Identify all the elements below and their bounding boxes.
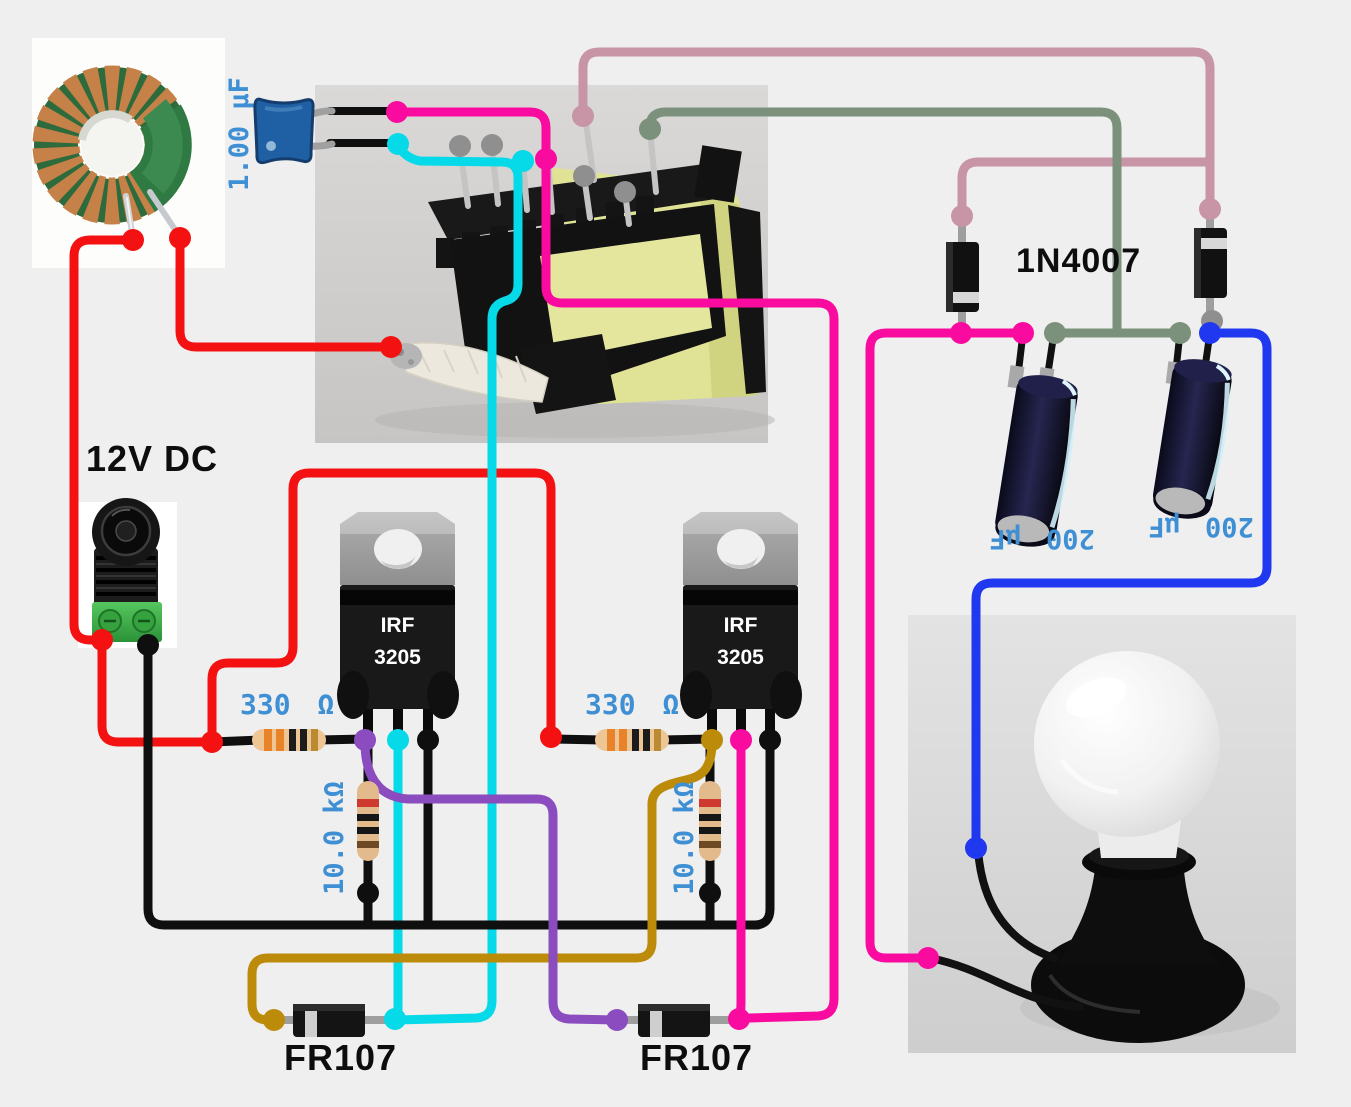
supply-label: 12V DC bbox=[86, 438, 219, 479]
wire-gold-cross-gate bbox=[247, 737, 717, 1025]
gate-resistor-left bbox=[252, 729, 326, 751]
primary-capacitor bbox=[253, 97, 336, 165]
rectifier-diode-right bbox=[1194, 228, 1227, 298]
mosfet-left-label-line2: 3205 bbox=[374, 646, 421, 669]
mosfet-right bbox=[680, 512, 802, 742]
filter-capacitor-left-label: 200 µF bbox=[989, 523, 1095, 554]
lamp-photo bbox=[908, 615, 1296, 1053]
lamp-wire-right bbox=[974, 846, 1058, 962]
junction-dots bbox=[91, 101, 1223, 1031]
pulldown-resistor-right bbox=[699, 781, 721, 861]
mosfet-right-label-line2: 3205 bbox=[717, 646, 764, 669]
wire-blue-output bbox=[971, 328, 1272, 853]
gate-resistor-right bbox=[595, 729, 669, 751]
wire-magenta-primary bbox=[392, 107, 839, 1023]
pulldown-resistor-right-label: 10.0 kΩ bbox=[669, 781, 700, 895]
fast-diode-left bbox=[293, 1004, 365, 1037]
dc-jack-photo bbox=[78, 498, 177, 648]
rectifier-label: 1N4007 bbox=[1016, 242, 1142, 280]
wire-purple-cross-gate bbox=[360, 737, 622, 1025]
wire-red-supply bbox=[69, 233, 556, 747]
fast-diode-left-label: FR107 bbox=[284, 1037, 398, 1078]
mosfet-left-label-line1: IRF bbox=[380, 614, 415, 637]
toroid-inductor-photo bbox=[32, 38, 225, 268]
fast-diode-right-label: FR107 bbox=[640, 1037, 754, 1078]
pulldown-resistor-left bbox=[357, 781, 379, 861]
gate-resistor-right-label: 330 Ω bbox=[585, 688, 680, 721]
lamp-wire-left bbox=[926, 954, 1084, 1011]
mosfet-right-label-line1: IRF bbox=[723, 614, 758, 637]
filter-capacitor-right bbox=[1152, 359, 1232, 519]
fast-diode-right bbox=[638, 1004, 710, 1037]
mosfet-left bbox=[337, 512, 459, 742]
pulldown-resistor-left-label: 10.0 kΩ bbox=[319, 781, 350, 895]
primary-capacitor-label: 1.00 µF bbox=[224, 77, 255, 191]
filter-capacitor-right-label: 200 µF bbox=[1148, 511, 1254, 542]
gate-resistor-left-label: 330 Ω bbox=[240, 688, 335, 721]
rectifier-diode-left bbox=[946, 242, 979, 312]
filter-capacitor-left bbox=[995, 375, 1078, 547]
wire-rosybrown-secondary bbox=[578, 47, 1215, 221]
